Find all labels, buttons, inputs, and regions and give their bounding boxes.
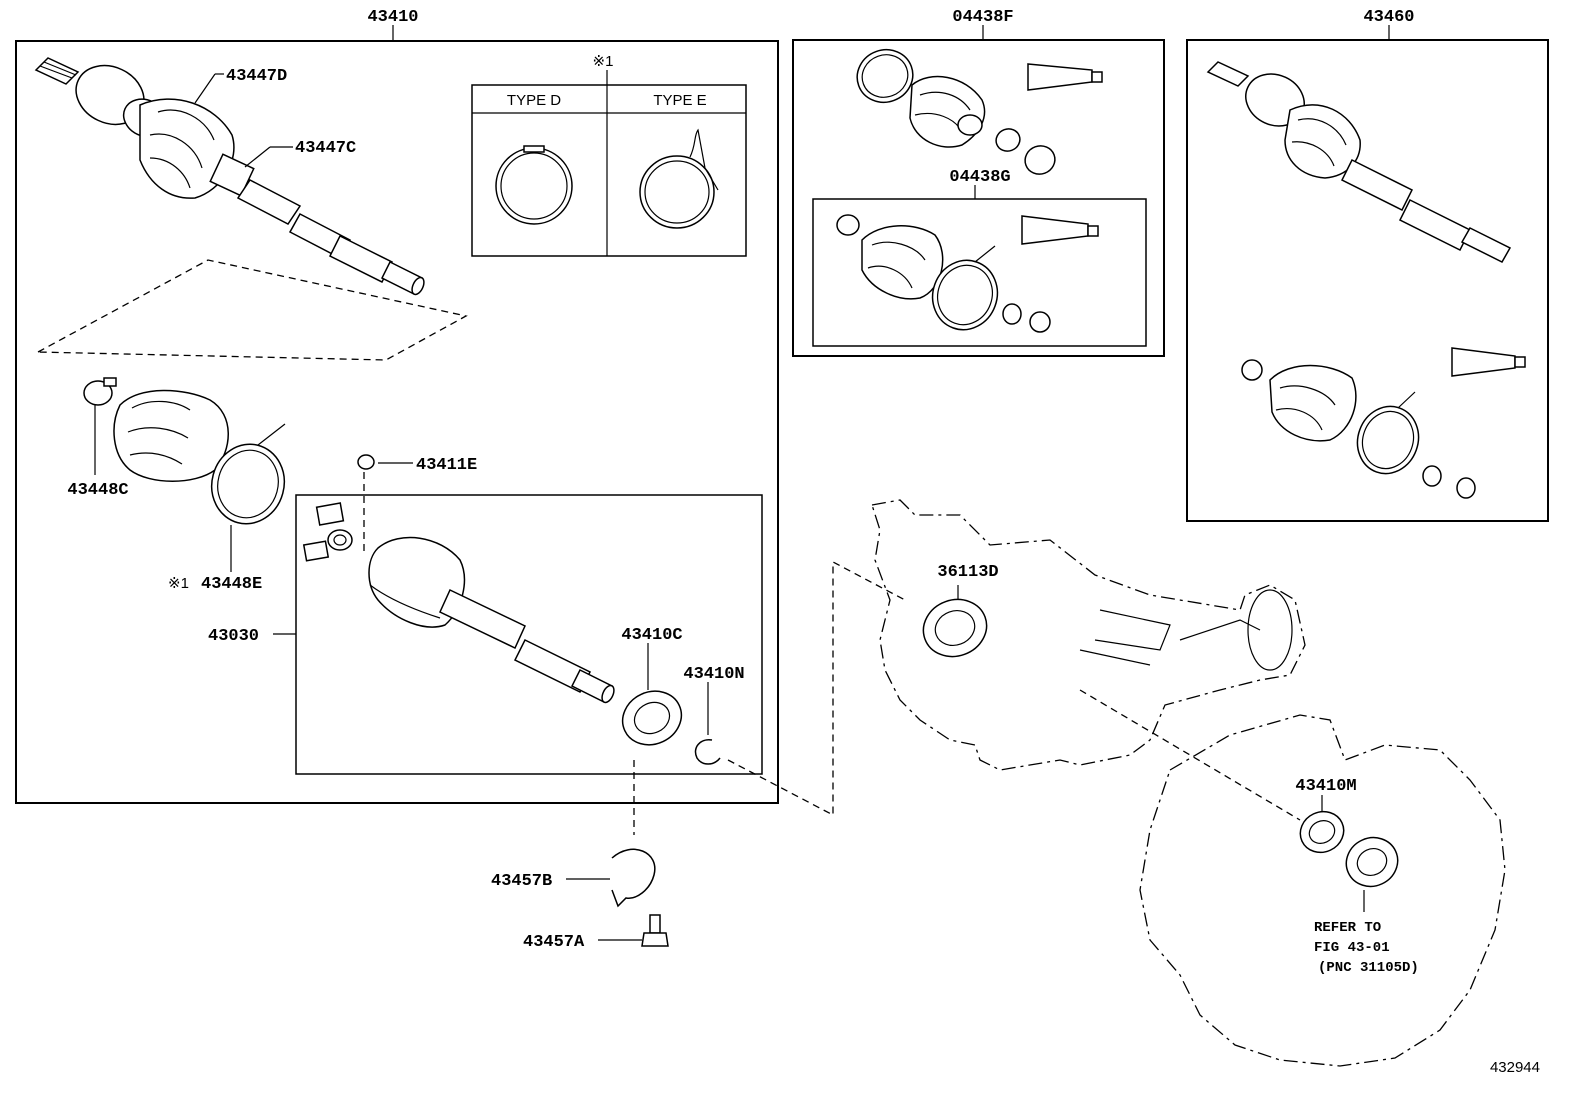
part-label-43457B[interactable]: 43457B <box>491 872 552 891</box>
band-type-e-header: TYPE E <box>653 92 706 109</box>
install-path-line-1 <box>727 560 906 817</box>
seal-36113D-icon <box>922 598 988 658</box>
part-note-mark-43448E: ※1 <box>168 575 189 592</box>
bolt-43457A-icon <box>641 914 669 947</box>
reference-detail-illustration <box>1139 714 1506 1067</box>
leader-43447D <box>194 73 216 104</box>
part-label-43447C[interactable]: 43447C <box>295 139 356 158</box>
reference-note-line3: (PNC 31105D) <box>1318 960 1419 976</box>
reference-note-line2[interactable]: FIG 43-01 <box>1314 940 1390 956</box>
part-label-43030[interactable]: 43030 <box>208 627 259 646</box>
inner-joint-subassembly-frame <box>295 494 763 775</box>
assembly-43460-label[interactable]: 43460 <box>1363 8 1414 27</box>
part-label-36113D[interactable]: 36113D <box>937 563 998 582</box>
assembly-43460-frame <box>1186 39 1549 522</box>
bearing-43410C-icon <box>621 690 683 746</box>
snap-ring-43411E-icon <box>357 454 375 470</box>
bearing-43410M-icon <box>1299 810 1345 854</box>
boot-kit-04438F-label[interactable]: 04438F <box>952 8 1013 27</box>
boot-kit-grouping-outline <box>35 259 468 361</box>
leader-43447C <box>244 146 271 168</box>
inner-joint-shaft-illustration <box>302 502 615 704</box>
part-label-43448E[interactable]: 43448E <box>201 575 262 594</box>
outer-drive-shaft-illustration <box>34 57 425 296</box>
figure-id: 432944 <box>1490 1059 1540 1076</box>
boot-kit-04438G-label[interactable]: 04438G <box>949 168 1010 187</box>
outer-boot-illustration <box>83 377 286 525</box>
transaxle-housing-illustration <box>871 499 1306 771</box>
boot-kit-04438F-frame <box>792 39 1165 357</box>
assembly-43460-group: 43460 <box>1186 8 1549 522</box>
band-type-d-clamp-icon <box>495 147 573 225</box>
band-type-e-clamp-icon <box>639 155 715 229</box>
band-type-table: ※1 TYPE D TYPE E <box>471 53 747 257</box>
part-label-43447D[interactable]: 43447D <box>226 67 287 86</box>
boot-kit-04438F-group: 04438F 04438G <box>792 8 1165 357</box>
band-type-table-note-mark: ※1 <box>593 53 614 70</box>
band-type-table-frame <box>471 84 747 257</box>
band-type-d-header: TYPE D <box>507 92 561 109</box>
part-label-43410M[interactable]: 43410M <box>1295 777 1356 796</box>
part-label-43411E[interactable]: 43411E <box>416 456 477 475</box>
assembly-43410-label[interactable]: 43410 <box>367 8 418 27</box>
assembly-43410-group: 43410 43447D 43447C <box>15 8 779 804</box>
boot-kit-04438G-frame <box>812 198 1147 347</box>
reference-note-line1: REFER TO <box>1314 920 1381 936</box>
assembly-43410-frame <box>15 40 779 804</box>
snap-ring-43410N-icon <box>694 739 721 765</box>
part-label-43410N[interactable]: 43410N <box>683 665 744 684</box>
part-label-43410C[interactable]: 43410C <box>621 626 682 645</box>
part-label-43448C[interactable]: 43448C <box>67 481 128 500</box>
part-label-43457A[interactable]: 43457A <box>523 933 585 952</box>
clip-43457B-icon <box>611 848 656 908</box>
